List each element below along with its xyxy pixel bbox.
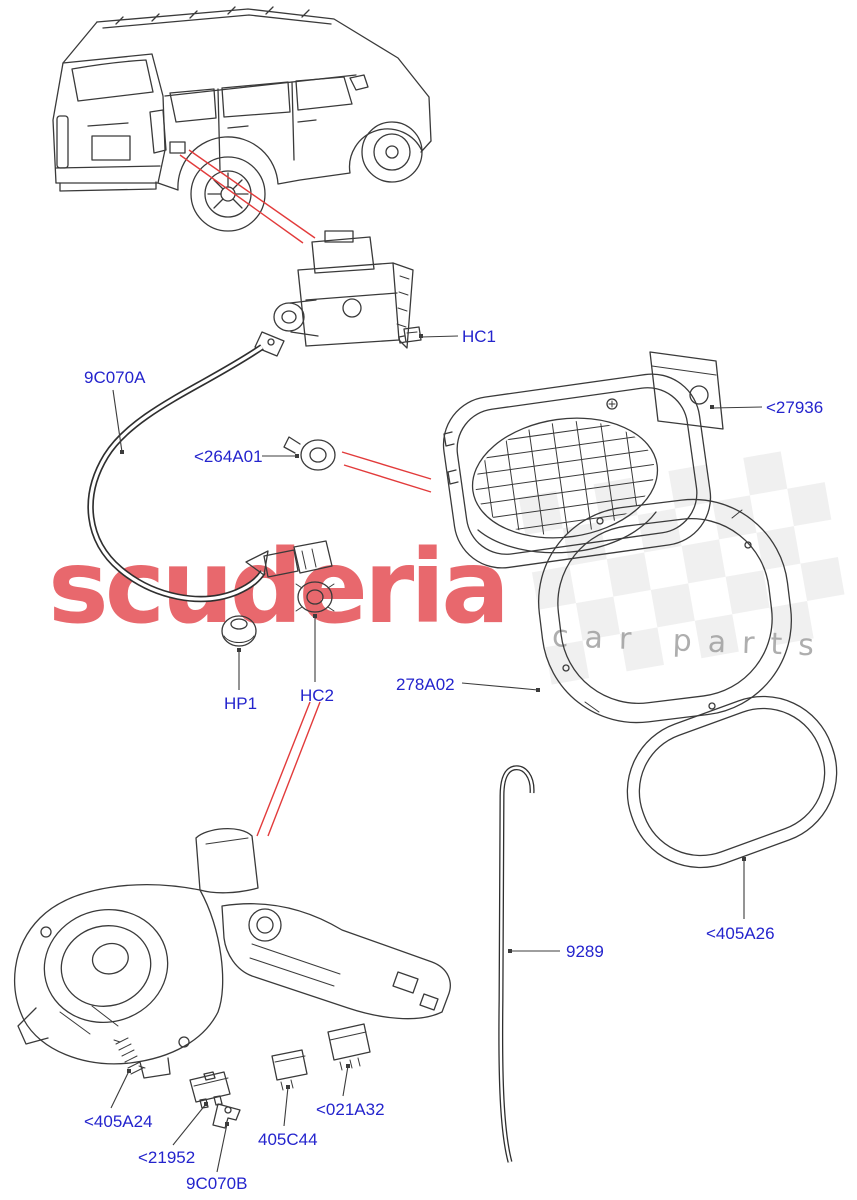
hc2-grommet [295, 581, 335, 613]
watermark-brand: scuderia [48, 528, 510, 647]
callout-9c070a[interactable]: 9C070A [84, 368, 146, 387]
callout-hp1[interactable]: HP1 [224, 694, 258, 713]
sensor-264a01 [283, 436, 336, 471]
callout-hc1[interactable]: HC1 [462, 327, 497, 346]
callout-405a24[interactable]: <405A24 [84, 1112, 153, 1131]
hp1-plug [221, 615, 257, 647]
release-rod [498, 765, 535, 1163]
callout-9c070b[interactable]: 9C070B [186, 1174, 248, 1193]
seal-ring [537, 498, 793, 724]
fuel-door [626, 695, 838, 869]
bracket-9c070b [212, 1103, 241, 1129]
hc1-clip [398, 326, 422, 344]
fuel-filler-location-marker [169, 141, 186, 154]
callout-405a26[interactable]: <405A26 [706, 924, 775, 943]
filler-pocket-assembly [14, 827, 451, 1079]
relay-021a32 [327, 1023, 371, 1071]
release-cable [87, 344, 333, 603]
callout-021a32[interactable]: <021A32 [316, 1100, 385, 1119]
vehicle-illustration [52, 6, 432, 232]
reference-lines-sensor-to-housing [341, 451, 432, 493]
switch-21952 [189, 1071, 231, 1109]
actuator-assembly [254, 230, 414, 357]
relay-405c44 [271, 1049, 308, 1091]
reference-lines-vehicle-to-actuator [179, 149, 316, 244]
filler-housing [442, 351, 724, 569]
callout-9289[interactable]: 9289 [566, 942, 604, 961]
cable-end-fitting [245, 540, 333, 578]
spring-405a24 [113, 1037, 146, 1075]
leader-end-markers [120, 334, 746, 1126]
reference-lines-to-pocket [256, 701, 321, 837]
callout-21952[interactable]: <21952 [138, 1148, 196, 1167]
callout-264a01[interactable]: <264A01 [194, 447, 263, 466]
callout-405c44[interactable]: 405C44 [258, 1130, 318, 1149]
callout-leaders [110, 335, 763, 1173]
callout-27936[interactable]: <27936 [766, 398, 824, 417]
callout-278a02[interactable]: 278A02 [396, 675, 455, 694]
callout-hc2[interactable]: HC2 [300, 686, 335, 705]
